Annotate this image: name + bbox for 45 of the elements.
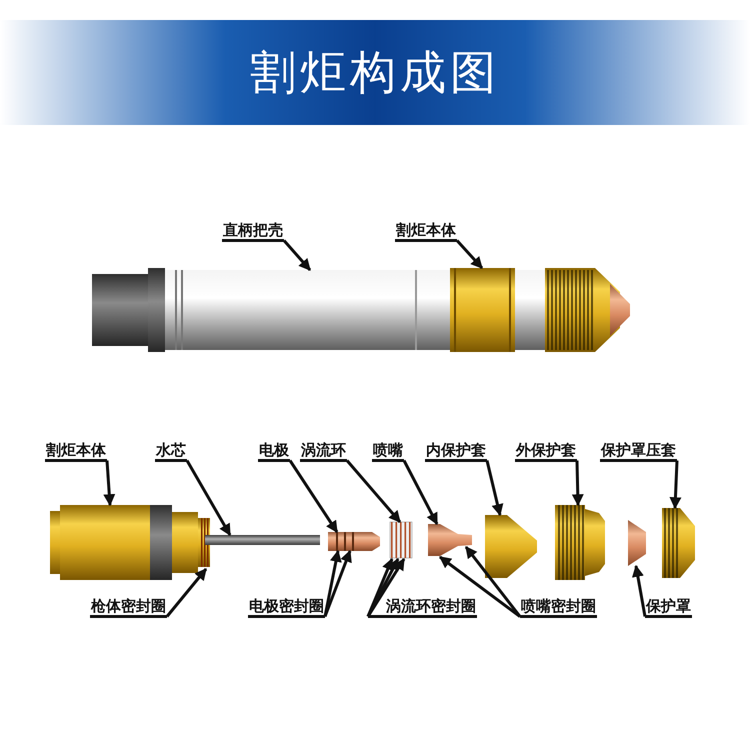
title: 割炬构成图 bbox=[250, 44, 500, 101]
leader-line bbox=[324, 550, 352, 618]
leader-line bbox=[486, 460, 504, 516]
nozzle-drawing bbox=[428, 524, 472, 556]
part-label: 枪体密封圈 bbox=[90, 597, 167, 618]
part-label: 直柄把壳 bbox=[222, 221, 284, 242]
swirl-ring-drawing bbox=[390, 522, 412, 558]
leader-line bbox=[186, 460, 232, 536]
leader-line bbox=[632, 564, 646, 617]
part-label: 内保护套 bbox=[425, 441, 487, 462]
leader-line bbox=[288, 460, 338, 533]
part-label: 保护罩压套 bbox=[600, 441, 677, 462]
part-label: 电极密封圈 bbox=[248, 597, 325, 618]
part-label: 喷嘴密封圈 bbox=[520, 597, 597, 618]
electrode-drawing bbox=[328, 532, 380, 551]
leader-line bbox=[439, 556, 521, 618]
inner-shield-drawing bbox=[485, 515, 537, 578]
part-label: 保护罩 bbox=[645, 597, 692, 618]
leader-line bbox=[166, 568, 208, 618]
part-label: 割炬本体 bbox=[395, 221, 457, 242]
part-label: 水芯 bbox=[155, 441, 187, 462]
outer-shield-drawing bbox=[555, 505, 605, 580]
shield-retainer-drawing bbox=[662, 508, 695, 578]
leader-line bbox=[324, 550, 342, 617]
shield-drawing bbox=[628, 520, 646, 566]
part-label: 涡流环密封圈 bbox=[368, 597, 477, 618]
water-tube-drawing bbox=[205, 535, 320, 545]
leader-line bbox=[366, 558, 406, 618]
part-label: 喷嘴 bbox=[372, 441, 404, 462]
torch-body-drawing bbox=[450, 268, 515, 352]
part-label: 电极 bbox=[258, 441, 290, 462]
part-label: 涡流环 bbox=[300, 441, 347, 462]
leader-line bbox=[346, 460, 402, 523]
leader-line bbox=[103, 460, 116, 506]
leader-line bbox=[366, 558, 400, 618]
leader-line bbox=[456, 240, 484, 269]
part-label: 外保护套 bbox=[515, 441, 577, 462]
leader-line bbox=[282, 240, 312, 271]
leader-line bbox=[669, 460, 682, 510]
leader-line bbox=[402, 460, 438, 526]
torch-body-drawing bbox=[50, 505, 210, 580]
part-label: 割炬本体 bbox=[45, 441, 107, 462]
handle-tube-drawing bbox=[165, 270, 450, 350]
leader-line bbox=[572, 460, 584, 506]
leader-line bbox=[464, 546, 522, 618]
